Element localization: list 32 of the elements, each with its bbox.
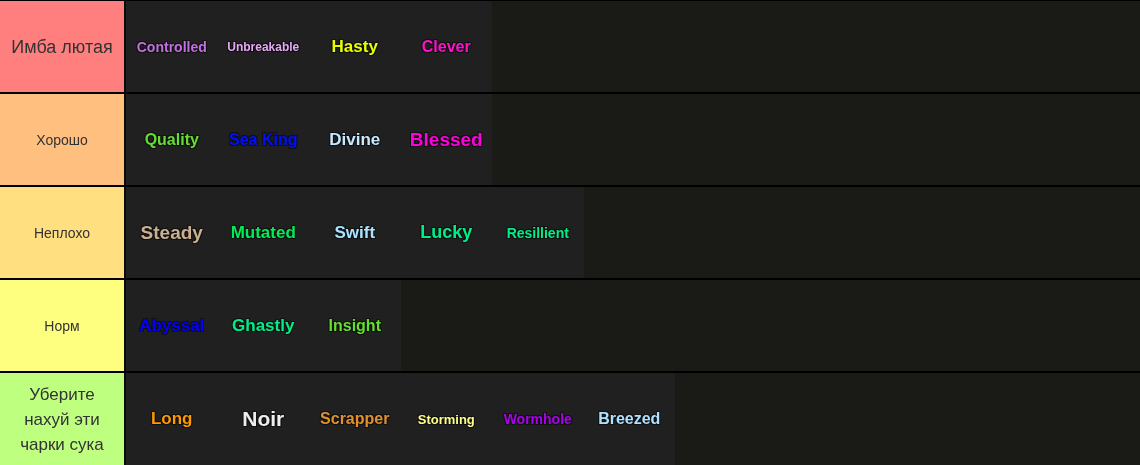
tier-item: Scrapper [309,373,401,465]
tier-item: Resillient [492,187,584,278]
tier-item: Swift [309,187,401,278]
tier-item: Lucky [400,187,492,278]
tier-item: Divine [309,94,401,185]
tier-row [0,94,1140,185]
tier-item: Breezed [583,373,675,465]
tier-label: Хорошо [0,94,126,185]
tier-item: Abyssal [126,280,218,371]
tier-item: Noir [217,373,309,465]
tier-item: Controlled [126,1,218,92]
tier-item: Long [126,373,218,465]
tier-item: Insight [309,280,401,371]
tier-row [0,187,1140,278]
tier-row [0,373,1140,465]
tier-item: Wormhole [492,373,584,465]
tier-item: Hasty [309,1,401,92]
tier-item: Sea King [217,94,309,185]
tier-item: Quality [126,94,218,185]
tier-item: Blessed [400,94,492,185]
tier-label: Уберите нахуй эти чарки сука [0,373,126,465]
tier-row [0,280,1140,371]
tier-item: Ghastly [217,280,309,371]
tier-item: Clever [400,1,492,92]
tier-item: Steady [126,187,218,278]
tier-row [0,1,1140,92]
tier-label: Норм [0,280,126,371]
tier-label: Имба лютая [0,1,126,92]
tier-item: Mutated [217,187,309,278]
tier-item: Unbreakable [217,1,309,92]
tier-item: Storming [400,373,492,465]
tier-label: Неплохо [0,187,126,278]
